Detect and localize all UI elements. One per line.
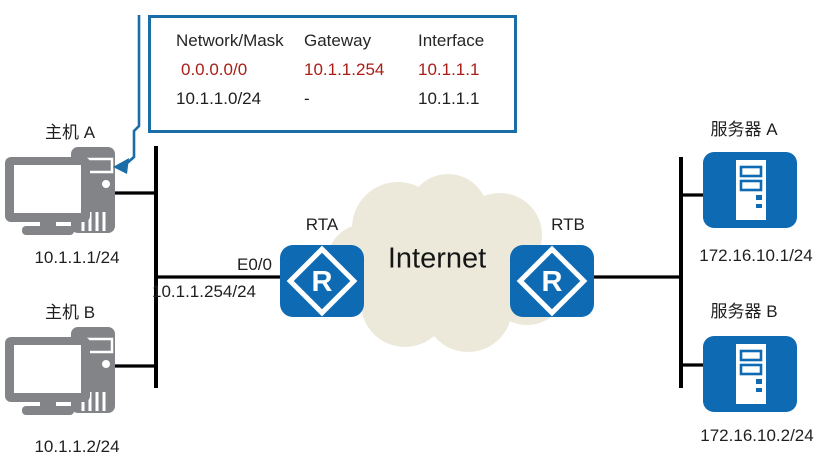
routing-table-row-default-route: 0.0.0.0/0 10.1.1.254 10.1.1.1 [176,60,506,79]
server-icon [703,336,797,412]
host-a-node [5,145,117,242]
host-b-label: 主机 B [44,303,96,322]
server-a-ip: 172.16.10.1/24 [699,246,813,265]
desktop-computer-icon [5,147,115,235]
column-header: Gateway [304,31,372,50]
router-icon: R [510,245,594,317]
server-a-node [703,152,797,233]
table-cell: - [304,89,310,108]
server-a-label: 服务器 A [710,120,778,139]
host-a-ip: 10.1.1.1/24 [34,248,120,267]
column-header: Network/Mask [176,31,284,50]
server-b-node [703,336,797,417]
server-icon [703,152,797,228]
routing-table-row-connected-route: 10.1.1.0/24 - 10.1.1.1 [176,89,506,108]
host-b-ip: 10.1.1.2/24 [34,437,120,456]
routing-table: Network/Mask Gateway Interface 0.0.0.0/0… [148,15,517,133]
host-a-label: 主机 A [44,123,96,142]
table-cell: 0.0.0.0/0 [181,60,248,79]
table-cell: 10.1.1.1 [418,89,480,108]
routing-table-header: Network/Mask Gateway Interface [176,31,506,50]
router-rta-node: R [280,245,364,322]
column-header: Interface [418,31,485,50]
server-b-label: 服务器 B [710,302,778,321]
table-cell: 10.1.1.0/24 [176,89,262,108]
rta-interface-ip: 10.1.1.254/24 [152,282,256,301]
router-letter: R [542,266,563,298]
desktop-computer-icon [5,327,115,415]
router-rtb-label: RTB [551,215,585,234]
table-cell: 10.1.1.254 [304,60,385,79]
host-b-node [5,325,117,422]
router-icon: R [280,245,364,317]
rta-port-label: E0/0 [237,255,272,274]
router-rta-label: RTA [305,215,339,234]
router-rtb-node: R [510,245,594,322]
server-b-ip: 172.16.10.2/24 [700,426,814,445]
table-cell: 10.1.1.1 [418,60,480,79]
router-letter: R [312,266,333,298]
internet-label: Internet [387,242,487,275]
